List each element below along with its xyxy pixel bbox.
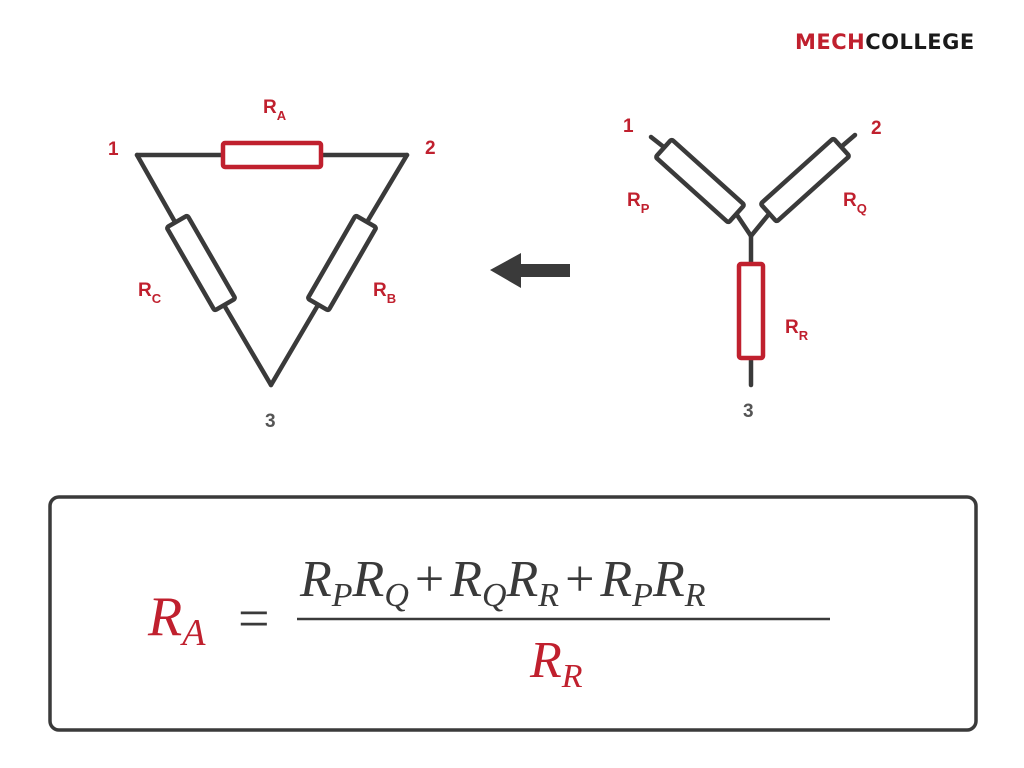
wye-network: RP RQ RR 1 2 3 bbox=[623, 116, 882, 422]
arrow-left-icon bbox=[490, 253, 570, 288]
wye-label-rp: RP bbox=[627, 190, 650, 216]
brand-logo: MECHCOLLEGE bbox=[795, 30, 975, 54]
formula-numerator: RPRQ+RQRR+RPRR bbox=[299, 551, 706, 614]
wye-wire-p-inner bbox=[732, 209, 754, 239]
delta-resistor-b bbox=[306, 213, 378, 313]
wye-resistor-q bbox=[759, 136, 851, 224]
wye-node-1: 1 bbox=[623, 116, 634, 137]
delta-node-1: 1 bbox=[108, 139, 119, 160]
delta-wire-right-top bbox=[364, 152, 410, 225]
num-term-1: R bbox=[299, 551, 332, 608]
delta-resistor-c bbox=[165, 213, 237, 313]
wye-label-rq: RQ bbox=[843, 190, 867, 216]
delta-resistor-a bbox=[220, 140, 324, 170]
wye-node-2: 2 bbox=[871, 118, 882, 139]
delta-label-rb: RB bbox=[373, 280, 396, 306]
wye-resistor-p bbox=[654, 137, 746, 225]
wye-label-rr: RR bbox=[785, 317, 809, 343]
delta-wire-left-bottom bbox=[221, 302, 274, 388]
wye-wire-q-inner bbox=[748, 211, 772, 239]
formula-lhs: RA bbox=[147, 586, 206, 654]
delta-label-ra: RA bbox=[263, 97, 287, 123]
delta-network: RA RB RC 1 2 3 bbox=[108, 97, 436, 432]
wye-wire-q-outer bbox=[838, 132, 858, 150]
formula-equals: = bbox=[238, 588, 270, 650]
delta-wire-left-top bbox=[134, 152, 178, 225]
brand-logo-part1: MECH bbox=[795, 30, 866, 54]
delta-node-3: 3 bbox=[265, 411, 276, 432]
delta-wire-right-bottom bbox=[268, 302, 321, 388]
delta-node-2: 2 bbox=[425, 138, 436, 159]
delta-label-rc: RC bbox=[138, 280, 162, 306]
brand-logo-part2: COLLEGE bbox=[865, 30, 975, 54]
wye-resistor-r bbox=[736, 261, 766, 361]
formula-box bbox=[48, 495, 978, 732]
formula-denominator: RR bbox=[529, 632, 583, 695]
wye-node-3: 3 bbox=[743, 401, 754, 422]
